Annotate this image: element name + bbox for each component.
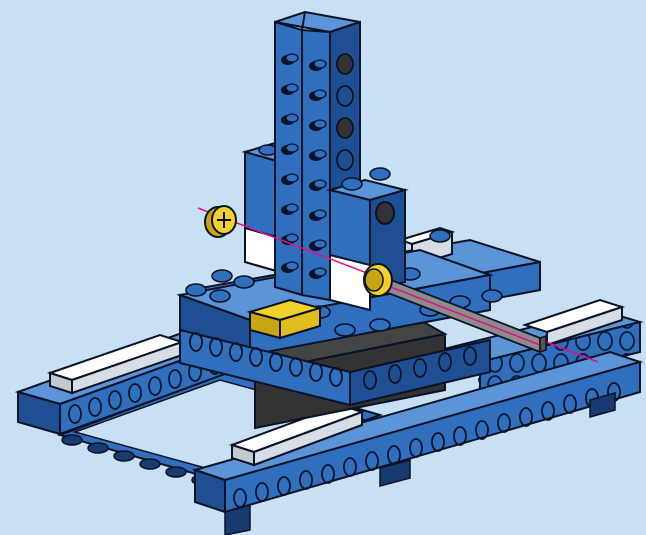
bushing-loose bbox=[205, 206, 236, 237]
bushing-axle-end bbox=[364, 264, 392, 296]
